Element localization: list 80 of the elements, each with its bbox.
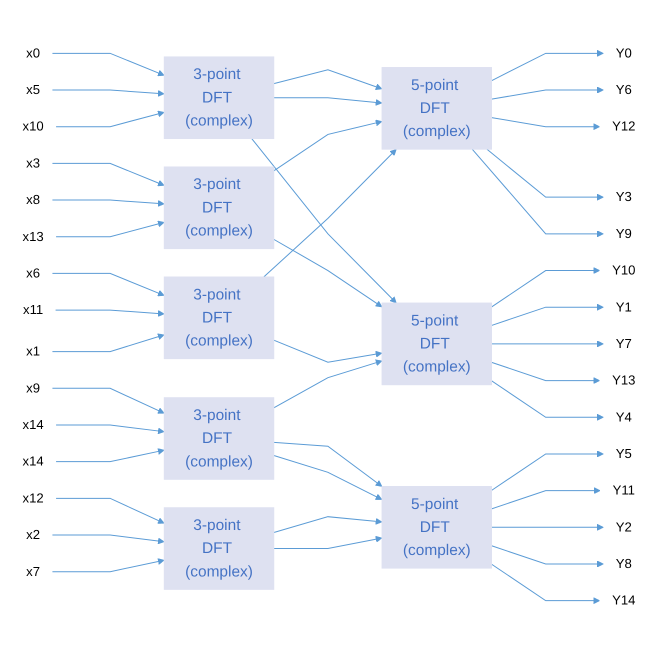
arrow xyxy=(274,69,382,90)
arrow xyxy=(492,524,604,531)
arrow xyxy=(52,388,164,414)
arrow xyxy=(52,534,164,544)
node-text: x11 xyxy=(23,302,44,318)
arrow xyxy=(52,272,164,296)
arrow xyxy=(56,110,164,128)
node-text: x5 xyxy=(26,82,40,98)
node-box: 3-point DFT (complex) xyxy=(164,276,274,360)
node-text: Y11 xyxy=(612,483,635,498)
arrow xyxy=(274,442,382,487)
node-text: Y12 xyxy=(612,119,636,134)
arrow xyxy=(486,148,604,201)
node-text: x8 xyxy=(26,192,40,208)
node-text: Y14 xyxy=(612,593,636,608)
arrow xyxy=(52,90,164,97)
arrow xyxy=(274,97,382,106)
arrow xyxy=(52,200,164,207)
node-text: x1 xyxy=(26,344,40,359)
node-text: Y1 xyxy=(616,300,632,314)
arrow xyxy=(274,359,382,408)
arrow xyxy=(491,564,600,604)
arrow xyxy=(52,558,164,572)
arrow xyxy=(491,362,600,384)
arrow xyxy=(56,220,164,238)
arrow xyxy=(52,52,164,76)
arrow xyxy=(274,238,382,308)
node-text: Y3 xyxy=(616,190,632,204)
arrow xyxy=(491,380,604,421)
arrow xyxy=(491,487,601,510)
node-text: x6 xyxy=(26,266,40,281)
node-text: x14 xyxy=(22,454,44,469)
arrow xyxy=(491,50,604,82)
arrow xyxy=(56,310,164,317)
node-text: x14 xyxy=(22,417,44,432)
node-box: 3-point DFT (complex) xyxy=(164,507,274,590)
node-text: Y7 xyxy=(616,336,632,352)
arrow xyxy=(56,448,164,462)
node-text: x9 xyxy=(26,380,40,396)
arrow xyxy=(492,86,604,100)
arrow xyxy=(52,162,164,186)
node-box: 5-point DFT (complex) xyxy=(382,302,492,386)
node-text: x13 xyxy=(22,229,44,244)
node-box: 3-point DFT (complex) xyxy=(164,166,274,250)
arrow xyxy=(274,516,382,533)
node-text: Y9 xyxy=(616,226,632,241)
node-text: Y5 xyxy=(616,446,632,462)
arrow xyxy=(472,148,604,238)
node-box: 3-point DFT (complex) xyxy=(164,397,274,480)
node-box: 5-point DFT (complex) xyxy=(382,67,492,150)
arrow xyxy=(264,148,397,278)
node-text: Y0 xyxy=(616,46,632,60)
node-text: Y6 xyxy=(616,82,632,98)
node-box: 3-point DFT (complex) xyxy=(164,56,274,140)
arrow xyxy=(56,498,164,524)
node-text: x7 xyxy=(26,564,40,579)
arrow xyxy=(274,120,382,172)
arrow xyxy=(491,545,604,568)
arrow xyxy=(274,340,382,363)
arrow xyxy=(492,340,604,348)
node-box: 5-point DFT (complex) xyxy=(382,486,492,569)
arrow xyxy=(491,304,604,326)
node-text: x3 xyxy=(26,156,40,171)
arrow xyxy=(492,117,600,130)
arrow xyxy=(274,455,382,500)
node-text: x0 xyxy=(26,46,40,60)
node-text: Y4 xyxy=(616,410,632,424)
arrow xyxy=(491,450,604,491)
node-text: x12 xyxy=(22,490,44,506)
node-text: Y2 xyxy=(616,520,632,534)
node-text: x10 xyxy=(22,119,44,134)
node-text: Y13 xyxy=(612,373,636,388)
node-text: Y10 xyxy=(612,263,636,278)
node-text: x2 xyxy=(26,528,40,542)
arrow xyxy=(251,138,397,304)
arrow xyxy=(491,267,600,308)
arrow xyxy=(274,536,382,550)
arrow xyxy=(52,333,164,352)
arrow xyxy=(56,424,164,434)
node-text: Y8 xyxy=(616,556,632,572)
